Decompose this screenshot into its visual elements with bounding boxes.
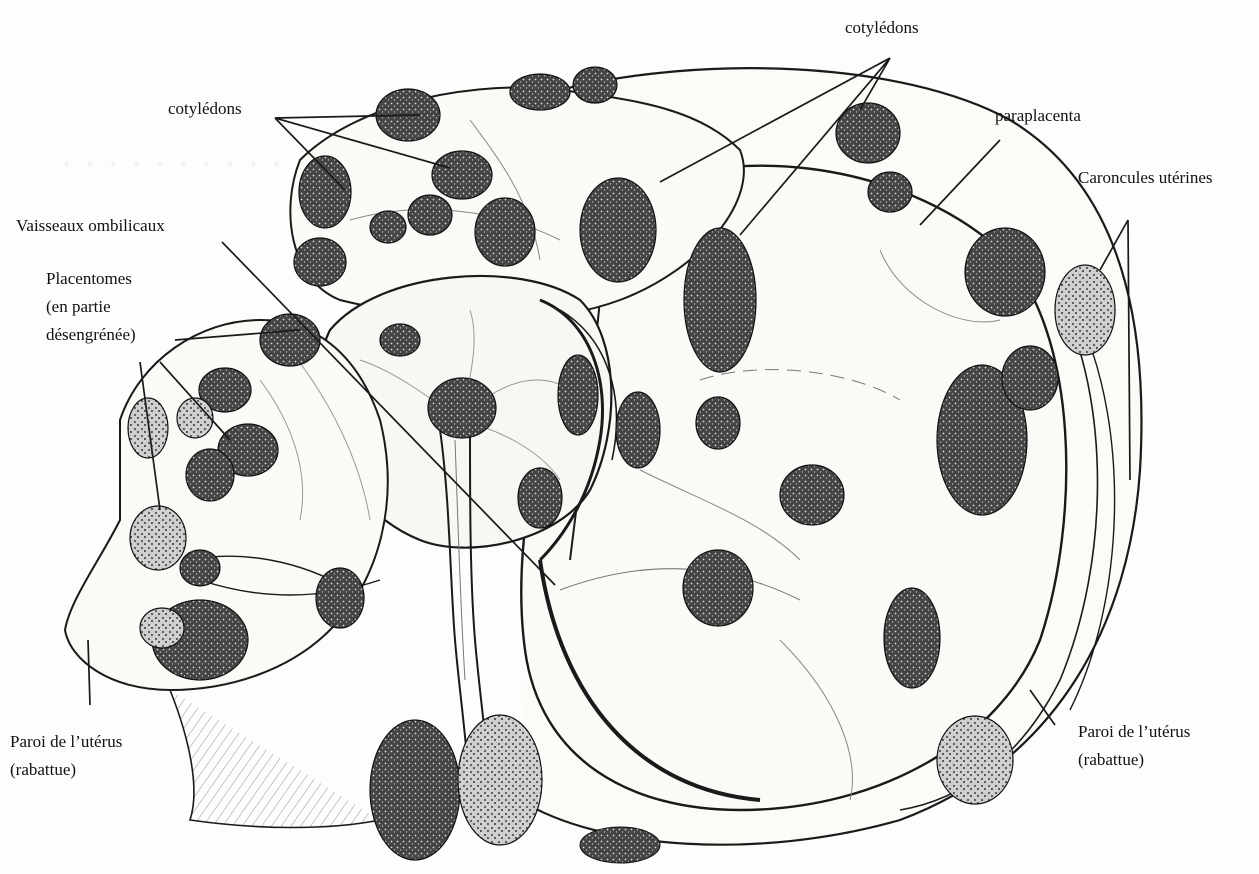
label-paroi-uterus-right: Paroi de l’utérus (rabattue) <box>1078 718 1190 774</box>
label-caroncules-uterines: Caroncules utérines <box>1078 164 1213 192</box>
label-paroi-uterus-left: Paroi de l’utérus (rabattue) <box>10 728 122 784</box>
label-paraplacenta: paraplacenta <box>995 102 1081 130</box>
label-cotyledons-left: cotylédons <box>168 95 242 123</box>
label-placentomes: Placentomes (en partie désengrénée) <box>46 265 136 349</box>
label-cotyledons-top: cotylédons <box>845 14 919 42</box>
label-vaisseaux-ombilicaux: Vaisseaux ombilicaux <box>16 212 165 240</box>
